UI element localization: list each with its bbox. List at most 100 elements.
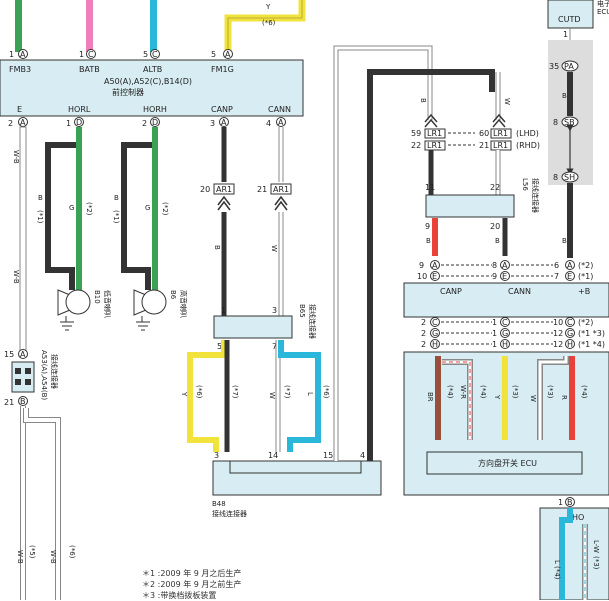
svg-text:W: W [503,98,511,105]
cutd-top-line1: 电子 [597,0,609,8]
b65-id: B65 [298,304,306,318]
svg-text:Y: Y [493,394,501,400]
svg-text:Y: Y [180,391,188,397]
svg-text:D: D [76,118,82,127]
note-2: ＊2 :2009 年 9 月之前生产 [142,580,242,589]
cutd-column: 电子 ECU CUTD 1 35 PA B 8 SB 8 SH B [547,0,609,258]
svg-text:A: A [502,261,508,270]
svg-text:E: E [567,272,572,281]
svg-text:SH: SH [564,173,575,182]
svg-text:35: 35 [549,62,559,71]
ar1-canp: 20 AR1 [200,183,235,211]
svg-text:W-R: W-R [459,385,467,399]
svg-text:9: 9 [492,272,497,281]
svg-text:(*2): (*2) [578,318,593,327]
ecu-pin-label-horh: HORH [143,105,167,114]
horn-high: B (*1) G (*2) B6 高音喇叭 [112,127,188,331]
svg-text:G: G [432,329,438,338]
svg-text:L-W: L-W [592,540,600,553]
svg-text:2: 2 [421,329,426,338]
svg-text:(*6): (*6) [322,385,330,399]
cable-label-cann: CANN [508,287,531,296]
horn-low: B (*1) G (*2) B10 低音喇叭 [36,127,112,331]
svg-text:H: H [567,340,573,349]
cable-label-plusb: +B [578,287,590,296]
svg-text:B: B [213,245,221,250]
bottom-wb-note-1: (*5) [28,545,36,559]
svg-text:1: 1 [66,119,71,128]
svg-text:C: C [88,50,94,59]
left-ground-wire: W-B W-B 15 A 21 B A53(A),A54(B) 接线连接器 W-… [4,126,76,600]
bottom-wb-label-1: W-B [16,550,24,564]
svg-text:L: L [553,560,561,564]
svg-text:1: 1 [79,50,84,59]
svg-text:(*4): (*4) [479,385,487,399]
left-wb-label-2: W-B [12,270,20,284]
svg-text:(*2): (*2) [85,202,93,216]
a53-name-line1: A53(A),A54(B) [40,350,48,400]
svg-text:H: H [502,340,508,349]
svg-text:A: A [567,261,573,270]
svg-text:(*2): (*2) [578,261,593,270]
svg-text:(*2): (*2) [161,202,169,216]
bottom-right-block: HO L (*4) L-W (*3) [539,507,609,600]
svg-text:W: W [529,395,537,402]
ecu-name-line2: 前控制器 [112,87,144,97]
svg-text:LR1: LR1 [427,141,442,150]
can-wires: 20 AR1 21 AR1 B W [200,127,292,318]
svg-text:LR1: LR1 [493,129,508,138]
svg-text:21: 21 [4,398,14,407]
b48-name: 接线连接器 [212,509,247,518]
svg-text:8: 8 [553,118,558,127]
svg-text:W: W [270,245,278,252]
top-y-label: Y [265,3,271,11]
svg-text:10: 10 [417,272,427,281]
svg-text:SB: SB [564,118,575,127]
svg-text:3: 3 [210,119,215,128]
ecu-pin-label-horl: HORL [68,105,91,114]
svg-text:1: 1 [492,318,497,327]
svg-text:7: 7 [272,342,277,351]
svg-text:(*1): (*1) [112,210,120,224]
svg-text:2: 2 [421,340,426,349]
ecu-pin-label-canp: CANP [211,105,233,114]
ecu-pin-label-fmb3: FMB3 [9,65,31,74]
svg-text:3: 3 [214,451,219,460]
svg-text:14: 14 [268,451,278,460]
cable-label-canp: CANP [440,287,462,296]
svg-text:C: C [432,318,438,327]
svg-text:R: R [560,395,568,400]
svg-text:1: 1 [563,30,568,39]
top-y-note: (*6) [262,19,276,27]
svg-text:(*3): (*3) [511,385,519,399]
svg-text:G: G [567,329,573,338]
ar1-cann: 21 AR1 [257,183,292,211]
svg-text:(*1): (*1) [578,272,593,281]
ecu-bottom-pin-1: 2 A [8,117,28,128]
horn-high-name: 高音喇叭 [179,290,188,318]
svg-text:L: L [306,392,314,396]
ecu-bottom-pin-4: 3 A [210,117,229,128]
cutd-top-line2: ECU [597,8,609,16]
svg-text:LR1: LR1 [427,129,442,138]
ecu-top-pin-1: 1 A FMB3 [9,49,31,74]
left-wb-label-1: W-B [12,150,20,164]
ecu-top-pin-2: 1 C BATB [79,49,100,74]
svg-text:G: G [145,204,150,212]
svg-text:A: A [278,118,284,127]
svg-text:(*1 *3): (*1 *3) [578,329,605,338]
l56-id: L56 [521,178,529,191]
svg-text:5: 5 [217,342,222,351]
svg-text:A: A [221,118,227,127]
svg-text:(*3): (*3) [592,556,600,570]
svg-text:A: A [432,261,438,270]
svg-text:1: 1 [558,498,563,507]
svg-text:(*1): (*1) [36,210,44,224]
steering-switch-box: BR (*4) W-R (*4) Y W (*3) R (*4) (*3) 方向… [403,351,609,507]
svg-text:B: B [495,237,500,245]
note-1: ＊1 :2009 年 9 月之后生产 [142,569,242,578]
svg-text:9: 9 [425,222,430,231]
ecu-name-line1: A50(A),A52(C),B14(D) [104,77,192,86]
note-3: ＊3 :带换档拨板装置 [142,591,217,600]
